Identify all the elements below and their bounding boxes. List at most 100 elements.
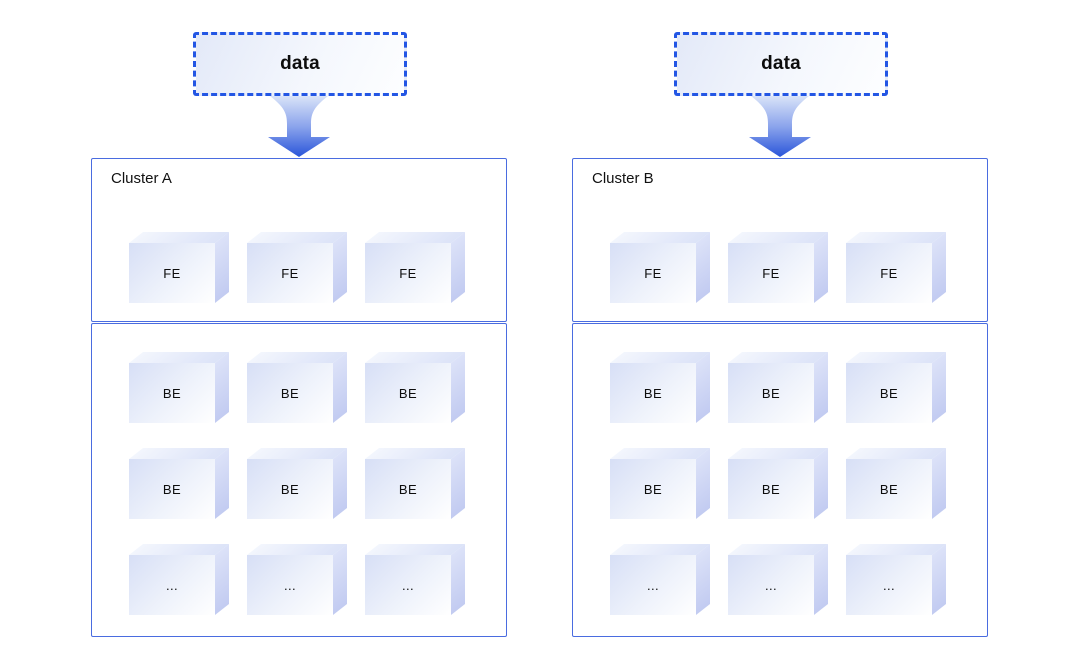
cube-top-face [728,448,828,459]
cube-right-face [814,351,828,423]
be-section: BE BE BE BE BE BE ... ... ... [91,323,507,637]
more-nodes-cube: ... [846,543,946,615]
be-node-cube: BE [728,447,828,519]
fe-node-cube: FE [247,231,347,303]
cube-top-face [728,232,828,243]
more-nodes-cube: ... [728,543,828,615]
node-label: BE [162,481,182,497]
cube-top-face [247,448,347,459]
cube-right-face [333,231,347,303]
cluster-title: Cluster B [592,170,654,187]
node-label: ... [283,577,297,593]
cube-top-face [247,232,347,243]
cube-front-face: BE [610,459,696,519]
cube-right-face [451,543,465,615]
cube-right-face [333,351,347,423]
be-node-cube: BE [846,351,946,423]
node-label: FE [880,265,898,281]
node-label: BE [398,481,418,497]
fe-node-cube: FE [129,231,229,303]
cube-top-face [129,352,229,363]
cube-front-face: BE [129,363,215,423]
data-source-box: data [674,32,888,96]
data-source-label: data [761,53,801,74]
cube-front-face: BE [365,363,451,423]
be-node-cube: BE [129,447,229,519]
cube-right-face [696,231,710,303]
be-node-cube: BE [365,447,465,519]
cube-right-face [451,231,465,303]
node-label: ... [882,577,896,593]
cube-front-face: ... [846,555,932,615]
fe-node-cube: FE [846,231,946,303]
node-label: BE [280,481,300,497]
cube-front-face: FE [728,243,814,303]
cube-front-face: FE [365,243,451,303]
node-label: BE [879,385,899,401]
cube-right-face [932,543,946,615]
cube-top-face [247,544,347,555]
cube-right-face [215,351,229,423]
be-node-cube: BE [365,351,465,423]
fe-node-cube: FE [610,231,710,303]
cube-right-face [451,447,465,519]
cube-right-face [696,447,710,519]
cube-front-face: ... [129,555,215,615]
more-nodes-cube: ... [247,543,347,615]
cube-top-face [610,352,710,363]
be-section: BE BE BE BE BE BE ... ... ... [572,323,988,637]
more-nodes-cube: ... [610,543,710,615]
fe-node-cube: FE [728,231,828,303]
cube-front-face: ... [365,555,451,615]
be-node-cube: BE [247,447,347,519]
more-nodes-cube: ... [365,543,465,615]
cube-top-face [129,232,229,243]
be-node-cube: BE [846,447,946,519]
node-label: ... [646,577,660,593]
cube-right-face [333,447,347,519]
cube-front-face: BE [846,363,932,423]
cube-right-face [215,543,229,615]
node-label: BE [398,385,418,401]
be-node-cube: BE [247,351,347,423]
node-label: BE [761,385,781,401]
cube-front-face: BE [247,459,333,519]
data-source-box: data [193,32,407,96]
cube-front-face: FE [247,243,333,303]
cube-front-face: BE [247,363,333,423]
cluster-a-box: Cluster A FE FE FE BE BE BE BE BE BE ...… [91,158,507,637]
cube-right-face [814,231,828,303]
cube-top-face [129,544,229,555]
cube-top-face [365,232,465,243]
node-label: FE [281,265,299,281]
cube-right-face [215,231,229,303]
cube-top-face [365,352,465,363]
cube-top-face [610,448,710,459]
cube-top-face [247,352,347,363]
fe-section: Cluster B FE FE FE [572,158,988,322]
cube-right-face [451,351,465,423]
cube-right-face [814,543,828,615]
cube-front-face: BE [846,459,932,519]
cube-right-face [932,447,946,519]
node-label: FE [399,265,417,281]
cube-front-face: ... [728,555,814,615]
cube-top-face [846,232,946,243]
more-nodes-cube: ... [129,543,229,615]
cube-front-face: ... [247,555,333,615]
cluster-b-box: Cluster B FE FE FE BE BE BE BE BE BE ...… [572,158,988,637]
fe-node-cube: FE [365,231,465,303]
cube-right-face [696,351,710,423]
cube-right-face [333,543,347,615]
node-label: BE [162,385,182,401]
node-label: BE [761,481,781,497]
cube-front-face: FE [129,243,215,303]
cube-front-face: BE [365,459,451,519]
node-label: FE [163,265,181,281]
cube-right-face [814,447,828,519]
cube-top-face [610,544,710,555]
be-node-cube: BE [610,447,710,519]
node-label: BE [643,385,663,401]
node-label: ... [165,577,179,593]
